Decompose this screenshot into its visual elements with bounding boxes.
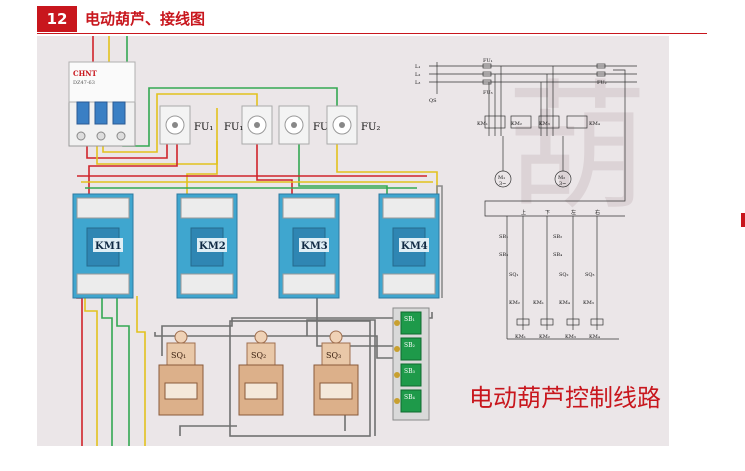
push-button-label-sb2: SB₂: [404, 342, 416, 349]
schematic-fu2-label: FU₂: [597, 80, 607, 86]
push-button-sb3: SB₃: [394, 363, 422, 387]
limit-switch-group: SQ₁ SQ₂ SQ₃: [158, 330, 359, 416]
schematic-sb4: SB₄: [553, 252, 562, 258]
schematic-sq1: SQ₁: [509, 272, 519, 278]
schematic-main-km4: KM₄: [589, 121, 600, 127]
wiring-caption: 电动葫芦控制线路: [469, 384, 661, 412]
schematic-qs-label: QS: [429, 98, 437, 104]
schematic-main-km3: KM₃: [539, 121, 550, 127]
contactor-label-km1: KM1: [95, 241, 122, 252]
fuse-1: FU₁: [159, 105, 213, 145]
schematic-dir-up: 上: [521, 209, 526, 216]
schematic-interlock-1: KM₂: [509, 300, 520, 306]
circuit-breaker: CHNT DZ47-63: [68, 61, 136, 147]
schematic-dir-right: 右: [595, 209, 600, 216]
watermark-glyph: 葫: [507, 67, 647, 230]
fuse-label-1: FU₁: [194, 122, 213, 133]
contactor-km1: KM1: [72, 193, 134, 299]
schematic-motor-m1-phase: 3~: [499, 181, 506, 187]
schematic-sb1: SB₁: [499, 234, 508, 240]
limit-switch-label-sq3: SQ₃: [326, 351, 341, 360]
limit-switch-sq3: SQ₃: [313, 330, 359, 416]
push-button-label-sb1: SB₁: [404, 316, 415, 323]
wiring-diagram-svg: 葫: [68, 36, 661, 446]
schematic-line-l1: L₁: [415, 64, 420, 70]
contactor-km4: KM4: [378, 193, 440, 299]
contactor-label-km3: KM3: [301, 241, 328, 252]
side-marker: [741, 213, 745, 227]
schematic-dir-down: 下: [545, 210, 550, 216]
schematic-motor-m2-phase: 3~: [559, 181, 566, 187]
schematic-line-l2: L₂: [415, 72, 420, 78]
schematic-interlock-3: KM₄: [559, 300, 570, 306]
schematic-main-km2: KM₂: [511, 121, 522, 127]
schematic-main-km1: KM₁: [477, 121, 488, 127]
contactor-label-km4: KM4: [401, 241, 428, 252]
fuse-label-4: FU₂: [361, 122, 380, 133]
schematic-line-l3: L₃: [415, 80, 420, 86]
schematic-sb2: SB₂: [553, 234, 562, 240]
contactor-label-km2: KM2: [199, 241, 226, 252]
header-divider: [37, 33, 707, 34]
fuse-label-2: FU₁: [224, 122, 243, 133]
fuse-2: FU₁: [224, 105, 273, 145]
section-number-badge: 12: [37, 6, 77, 32]
schematic-diagram: L₁ L₂ L₃ QS FU₁ FU₂ FU₃ KM₁ KM₂ KM₃ KM₄ …: [415, 58, 637, 340]
section-header: 12 电动葫芦、接线图: [37, 4, 707, 34]
push-button-label-sb4: SB₄: [404, 394, 416, 401]
button-station: SB₁ SB₂ SB₃ SB₄: [392, 307, 430, 421]
push-button-sb1: SB₁: [394, 311, 422, 335]
schematic-motor-m2: M₂: [558, 175, 565, 181]
push-button-sb4: SB₄: [394, 389, 422, 413]
schematic-fu1-label: FU₁: [483, 58, 493, 64]
limit-switch-sq2: SQ₂: [238, 330, 284, 416]
schematic-coil-3: KM₃: [565, 334, 576, 340]
contactor-km3: KM3: [278, 193, 340, 299]
wiring-diagram-image: 葫: [37, 36, 669, 446]
section-title: 电动葫芦、接线图: [85, 10, 206, 28]
schematic-coil-1: KM₁: [515, 334, 526, 340]
schematic-coil-2: KM₂: [539, 334, 550, 340]
fuse-3: FU₂: [278, 105, 332, 145]
breaker-brand: CHNT: [73, 69, 98, 78]
schematic-sb3: SB₃: [499, 252, 508, 258]
schematic-sq2: SQ₂: [559, 272, 569, 278]
schematic-coil-4: KM₄: [589, 334, 600, 340]
schematic-dir-left: 左: [571, 209, 576, 216]
fuse-group: FU₁ FU₁ FU₂ FU₂: [159, 105, 380, 145]
schematic-fu3-label: FU₃: [483, 90, 493, 96]
schematic-interlock-2: KM₁: [533, 300, 544, 306]
push-button-sb2: SB₂: [394, 337, 422, 361]
contactor-km2: KM2: [176, 193, 238, 299]
breaker-model: DZ47-63: [73, 80, 95, 86]
schematic-sq3: SQ₃: [585, 272, 595, 278]
schematic-interlock-4: KM₃: [583, 300, 594, 306]
fuse-4: FU₂: [326, 105, 380, 145]
schematic-motor-m1: M₁: [498, 175, 505, 181]
fuse-label-3: FU₂: [313, 122, 332, 133]
push-button-label-sb3: SB₃: [404, 368, 416, 375]
limit-switch-label-sq1: SQ₁: [171, 351, 186, 360]
contactor-group: KM1 KM2 KM3 KM4: [72, 193, 440, 299]
limit-switch-label-sq2: SQ₂: [251, 351, 266, 360]
limit-switch-sq1: SQ₁: [158, 330, 204, 416]
